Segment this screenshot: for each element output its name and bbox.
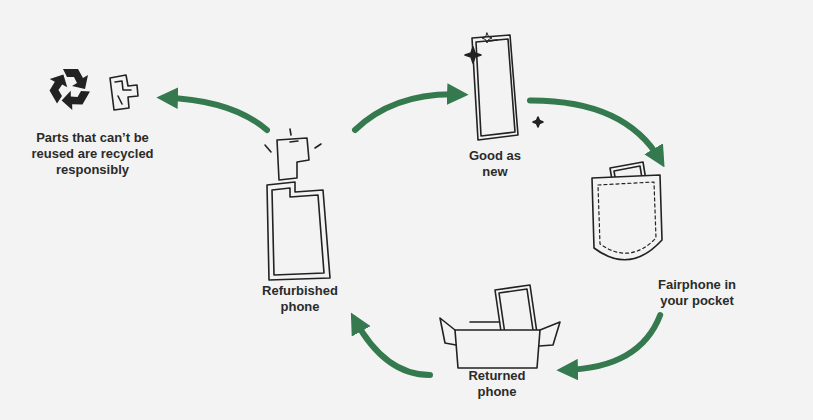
step-caption: Parts that can’t be reused are recycled … <box>25 130 160 178</box>
recycle-symbol <box>45 69 90 113</box>
broken-part <box>110 75 138 110</box>
flow-arrow <box>165 98 267 130</box>
flow-arrow <box>355 94 460 130</box>
flow-step: Fairphone in your pocket <box>585 160 745 315</box>
flow-step: Returned phone <box>430 305 565 405</box>
flow-step: Parts that can’t be reused are recycled … <box>20 60 165 205</box>
returned-box-drawing <box>440 285 560 368</box>
step-caption: Fairphone in your pocket <box>647 277 747 309</box>
flow-arrow <box>355 320 430 375</box>
flow-step: Good as new <box>460 30 530 180</box>
step-caption: Returned phone <box>457 368 537 400</box>
step-caption: Good as new <box>465 148 525 180</box>
pocket-drawing <box>592 162 662 260</box>
refurbished-phone-drawing <box>265 129 330 280</box>
flow-arrow <box>530 100 660 160</box>
flow-step: Refurbished phone <box>245 130 355 320</box>
step-caption: Refurbished phone <box>245 283 355 315</box>
new-phone-drawing <box>465 33 543 140</box>
flow-arrow <box>565 315 660 370</box>
